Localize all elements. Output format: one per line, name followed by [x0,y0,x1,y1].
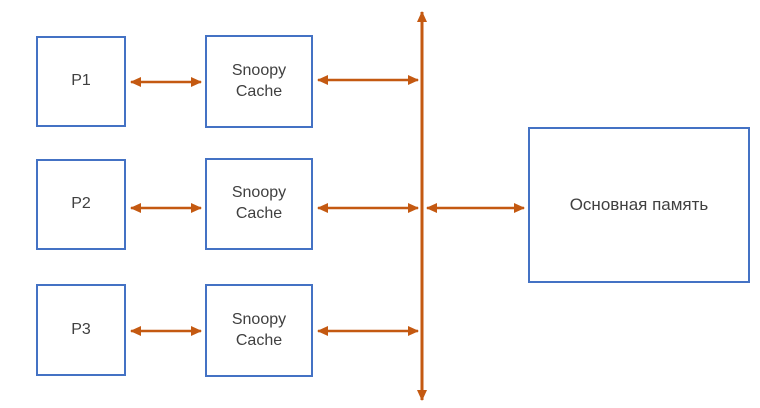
processor-label-p1: P1 [71,72,91,90]
processor-label-p3: P3 [71,320,91,338]
main-memory-label: Основная память [569,194,709,214]
processor-box-p1: P1 [36,36,126,127]
processor-label-p2: P2 [71,195,91,213]
processor-box-p3: P3 [36,284,126,376]
main-memory-box: Основная память [528,127,750,283]
cache-label-2: Snoopy Cache [231,184,287,222]
cache-label-1: Snoopy Cache [231,61,287,100]
cache-box-3: Snoopy Cache [205,284,313,377]
processor-box-p2: P2 [36,159,126,250]
cache-box-2: Snoopy Cache [205,158,313,250]
cache-box-1: Snoopy Cache [205,35,313,128]
cache-label-3: Snoopy Cache [231,310,287,349]
